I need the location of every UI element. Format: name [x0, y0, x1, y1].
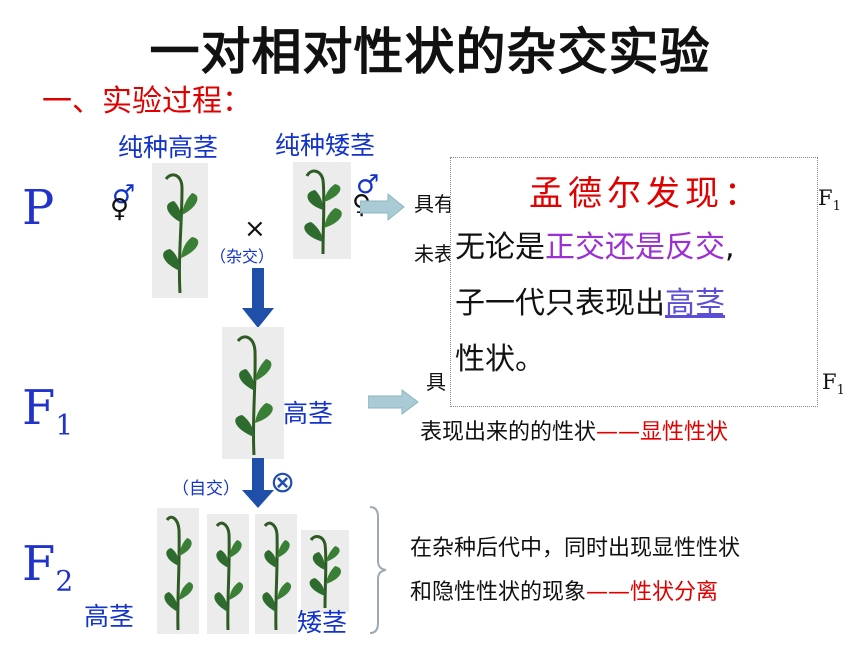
generation-p: P — [22, 180, 55, 236]
female-symbol-left: ♀ — [110, 194, 130, 224]
cross-symbol: × — [244, 214, 266, 244]
short-plant-icon — [309, 535, 342, 609]
p-note-f1-sub: 1 — [832, 199, 841, 215]
tall-plant-icon — [163, 173, 199, 294]
selfing-down-arrow-icon — [242, 458, 274, 508]
p-note-f1-letter: F — [818, 186, 833, 210]
f1-plant-icon — [235, 335, 273, 456]
dominant-trait-prefix: 表现出来的的性状 — [420, 420, 597, 445]
short-plant-image — [293, 162, 351, 259]
segregation-term: ——性状分离 — [586, 580, 719, 605]
short-plant-icon — [304, 169, 342, 255]
callout-line3: 性状。 — [455, 342, 545, 377]
male-symbol-right: ♂ — [356, 170, 380, 200]
selfing-symbol-icon: ⊗ — [270, 465, 296, 500]
dominant-trait-note: 表现出来的的性状——显性性状 — [420, 414, 728, 446]
segregation-line2: 和隐性性状的现象——性状分离 — [410, 574, 718, 606]
callout-line1-highlight: 正交还是反交 — [545, 230, 725, 265]
short-parent-label: 纯种矮茎 — [275, 131, 376, 160]
callout-line1-prefix: 无论是 — [455, 230, 545, 265]
f2-tall-label: 高茎 — [84, 602, 135, 631]
p-note-line2: 未表 — [414, 242, 454, 266]
f1-note-prefix: 具 — [426, 370, 446, 394]
f2-letter: F — [22, 536, 56, 592]
f2-short-plant — [301, 530, 349, 612]
callout-line2-highlight: 高茎 — [665, 286, 725, 321]
f1-subscript: 1 — [55, 408, 74, 442]
selfing-label: （自交） — [172, 479, 240, 499]
p-note-arrow-icon — [360, 192, 405, 222]
p-note-line1: 具有 — [414, 192, 454, 216]
callout-line2: 子一代只表现出高茎 — [455, 278, 725, 322]
f1-note-f1-sub: 1 — [836, 383, 845, 399]
cross-down-arrow-icon — [242, 268, 274, 328]
f1-letter: F — [22, 380, 56, 436]
f1-trait-label: 高茎 — [283, 399, 334, 428]
male-symbol-left: ♂ — [112, 180, 136, 210]
cross-label: （杂交） — [210, 247, 275, 266]
tall-plant-icon — [214, 521, 244, 631]
f1-note-f1-letter: F — [822, 370, 837, 394]
mendel-finding-callout: 孟德尔发现： 无论是正交还是反交, 子一代只表现出高茎 性状。 — [450, 157, 818, 407]
tall-parent-label: 纯种高茎 — [118, 133, 219, 162]
f1-note-arrow-icon — [368, 389, 419, 415]
dominant-trait-term: ——显性性状 — [596, 420, 729, 445]
f2-tall-plant-1 — [157, 508, 199, 634]
tall-plant-image — [152, 163, 208, 298]
f2-tall-plant-3 — [255, 514, 297, 634]
callout-line1-suffix: , — [725, 230, 735, 265]
f2-tall-plant-2 — [207, 514, 249, 634]
callout-line2-prefix: 子一代只表现出 — [455, 286, 665, 321]
segregation-line2-prefix: 和隐性性状的现象 — [410, 580, 587, 605]
section-heading: 一、实验过程： — [42, 84, 252, 119]
f2-short-label: 矮茎 — [297, 608, 348, 637]
f2-subscript: 2 — [55, 564, 74, 598]
generation-f1: F1 — [22, 380, 73, 442]
f1-note-f1: F1 — [822, 370, 845, 398]
callout-heading: 孟德尔发现： — [529, 174, 763, 214]
tall-plant-icon — [164, 515, 194, 631]
page-title: 一对相对性状的杂交实验 — [149, 23, 711, 81]
tall-plant-icon — [262, 521, 292, 631]
callout-line1: 无论是正交还是反交, — [455, 222, 735, 266]
p-note-f1: F1 — [818, 186, 841, 214]
f1-plant-image — [222, 327, 284, 459]
segregation-line1: 在杂种后代中，同时出现显性性状 — [410, 536, 741, 561]
f2-bracket-icon — [369, 506, 387, 634]
generation-f2: F2 — [22, 536, 73, 598]
